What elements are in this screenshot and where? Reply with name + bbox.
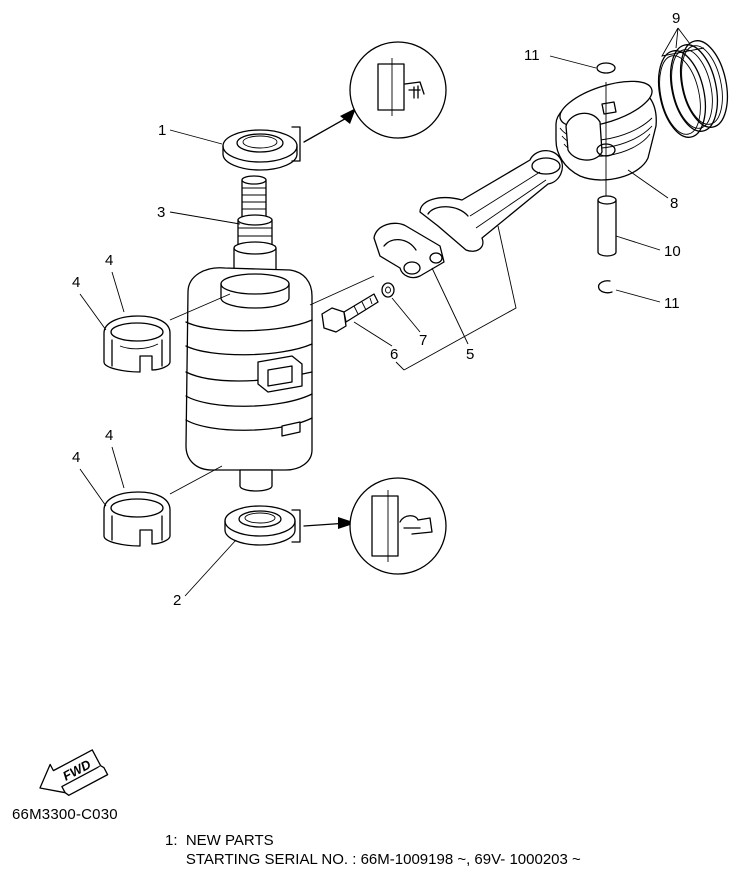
footnote-line-2: STARTING SERIAL NO. : 66M-1009198 ~, 69V…	[165, 851, 581, 867]
callout-label-11b: 11	[664, 295, 680, 312]
leader-line-5	[431, 267, 469, 345]
part-7-washer	[381, 282, 395, 298]
callout-label-6: 6	[390, 346, 398, 363]
leader-line-7	[391, 297, 421, 333]
part-3-crankshaft	[185, 175, 313, 492]
part-1-oil-seal	[222, 129, 298, 171]
callout-label-3: 3	[157, 204, 165, 221]
footnote-line-1: 1: NEW PARTS	[165, 832, 274, 849]
drawing-code: 66M3300-C030	[12, 806, 118, 823]
callout-label-4a: 4	[105, 252, 113, 269]
leader-line-10	[615, 235, 661, 251]
callout-label-11a: 11	[524, 47, 540, 64]
callout-label-8: 8	[670, 195, 678, 212]
part-9-piston-rings	[657, 40, 729, 138]
part-11-clip-upper	[596, 62, 616, 74]
callout-label-4b: 4	[72, 274, 80, 291]
callout-label-4c: 4	[105, 427, 113, 444]
leader-line-3	[169, 211, 241, 225]
callout-label-2: 2	[173, 592, 181, 609]
leader-lines-4-lower	[79, 446, 125, 507]
leader-line-8	[627, 169, 669, 199]
part-11-clip-lower	[597, 280, 613, 294]
part-10-piston-pin	[597, 195, 617, 257]
leader-line-4-crank-upper	[169, 293, 231, 321]
leader-line-11b	[615, 289, 661, 303]
callout-label-7: 7	[419, 332, 427, 349]
leader-line-6	[353, 321, 393, 347]
callout-label-5: 5	[466, 346, 474, 363]
leader-lines-9	[661, 27, 705, 57]
part-4-bearing-upper	[103, 315, 171, 373]
callout-label-10: 10	[664, 243, 681, 260]
leader-lines-4-upper	[79, 271, 125, 331]
callout-label-4d: 4	[72, 449, 80, 466]
part-4-bearing-lower	[103, 491, 171, 547]
leader-line-1	[169, 129, 223, 145]
fwd-direction-arrow: FWD	[39, 749, 109, 796]
leader-line-crank-to-rod	[309, 275, 375, 306]
callout-label-9: 9	[672, 10, 680, 27]
part-5-connecting-rod	[373, 150, 563, 279]
callout-label-1: 1	[158, 122, 166, 139]
detail-view-seal-lower	[291, 477, 447, 575]
leader-line-2	[184, 539, 237, 597]
part-2-oil-seal	[224, 505, 296, 546]
assembly-bracket-5-7	[403, 225, 517, 371]
leader-line-11a	[549, 55, 597, 69]
leader-line-4-crank-lower	[169, 465, 223, 495]
part-6-bolt	[321, 293, 379, 333]
detail-view-seal-upper	[291, 41, 447, 162]
